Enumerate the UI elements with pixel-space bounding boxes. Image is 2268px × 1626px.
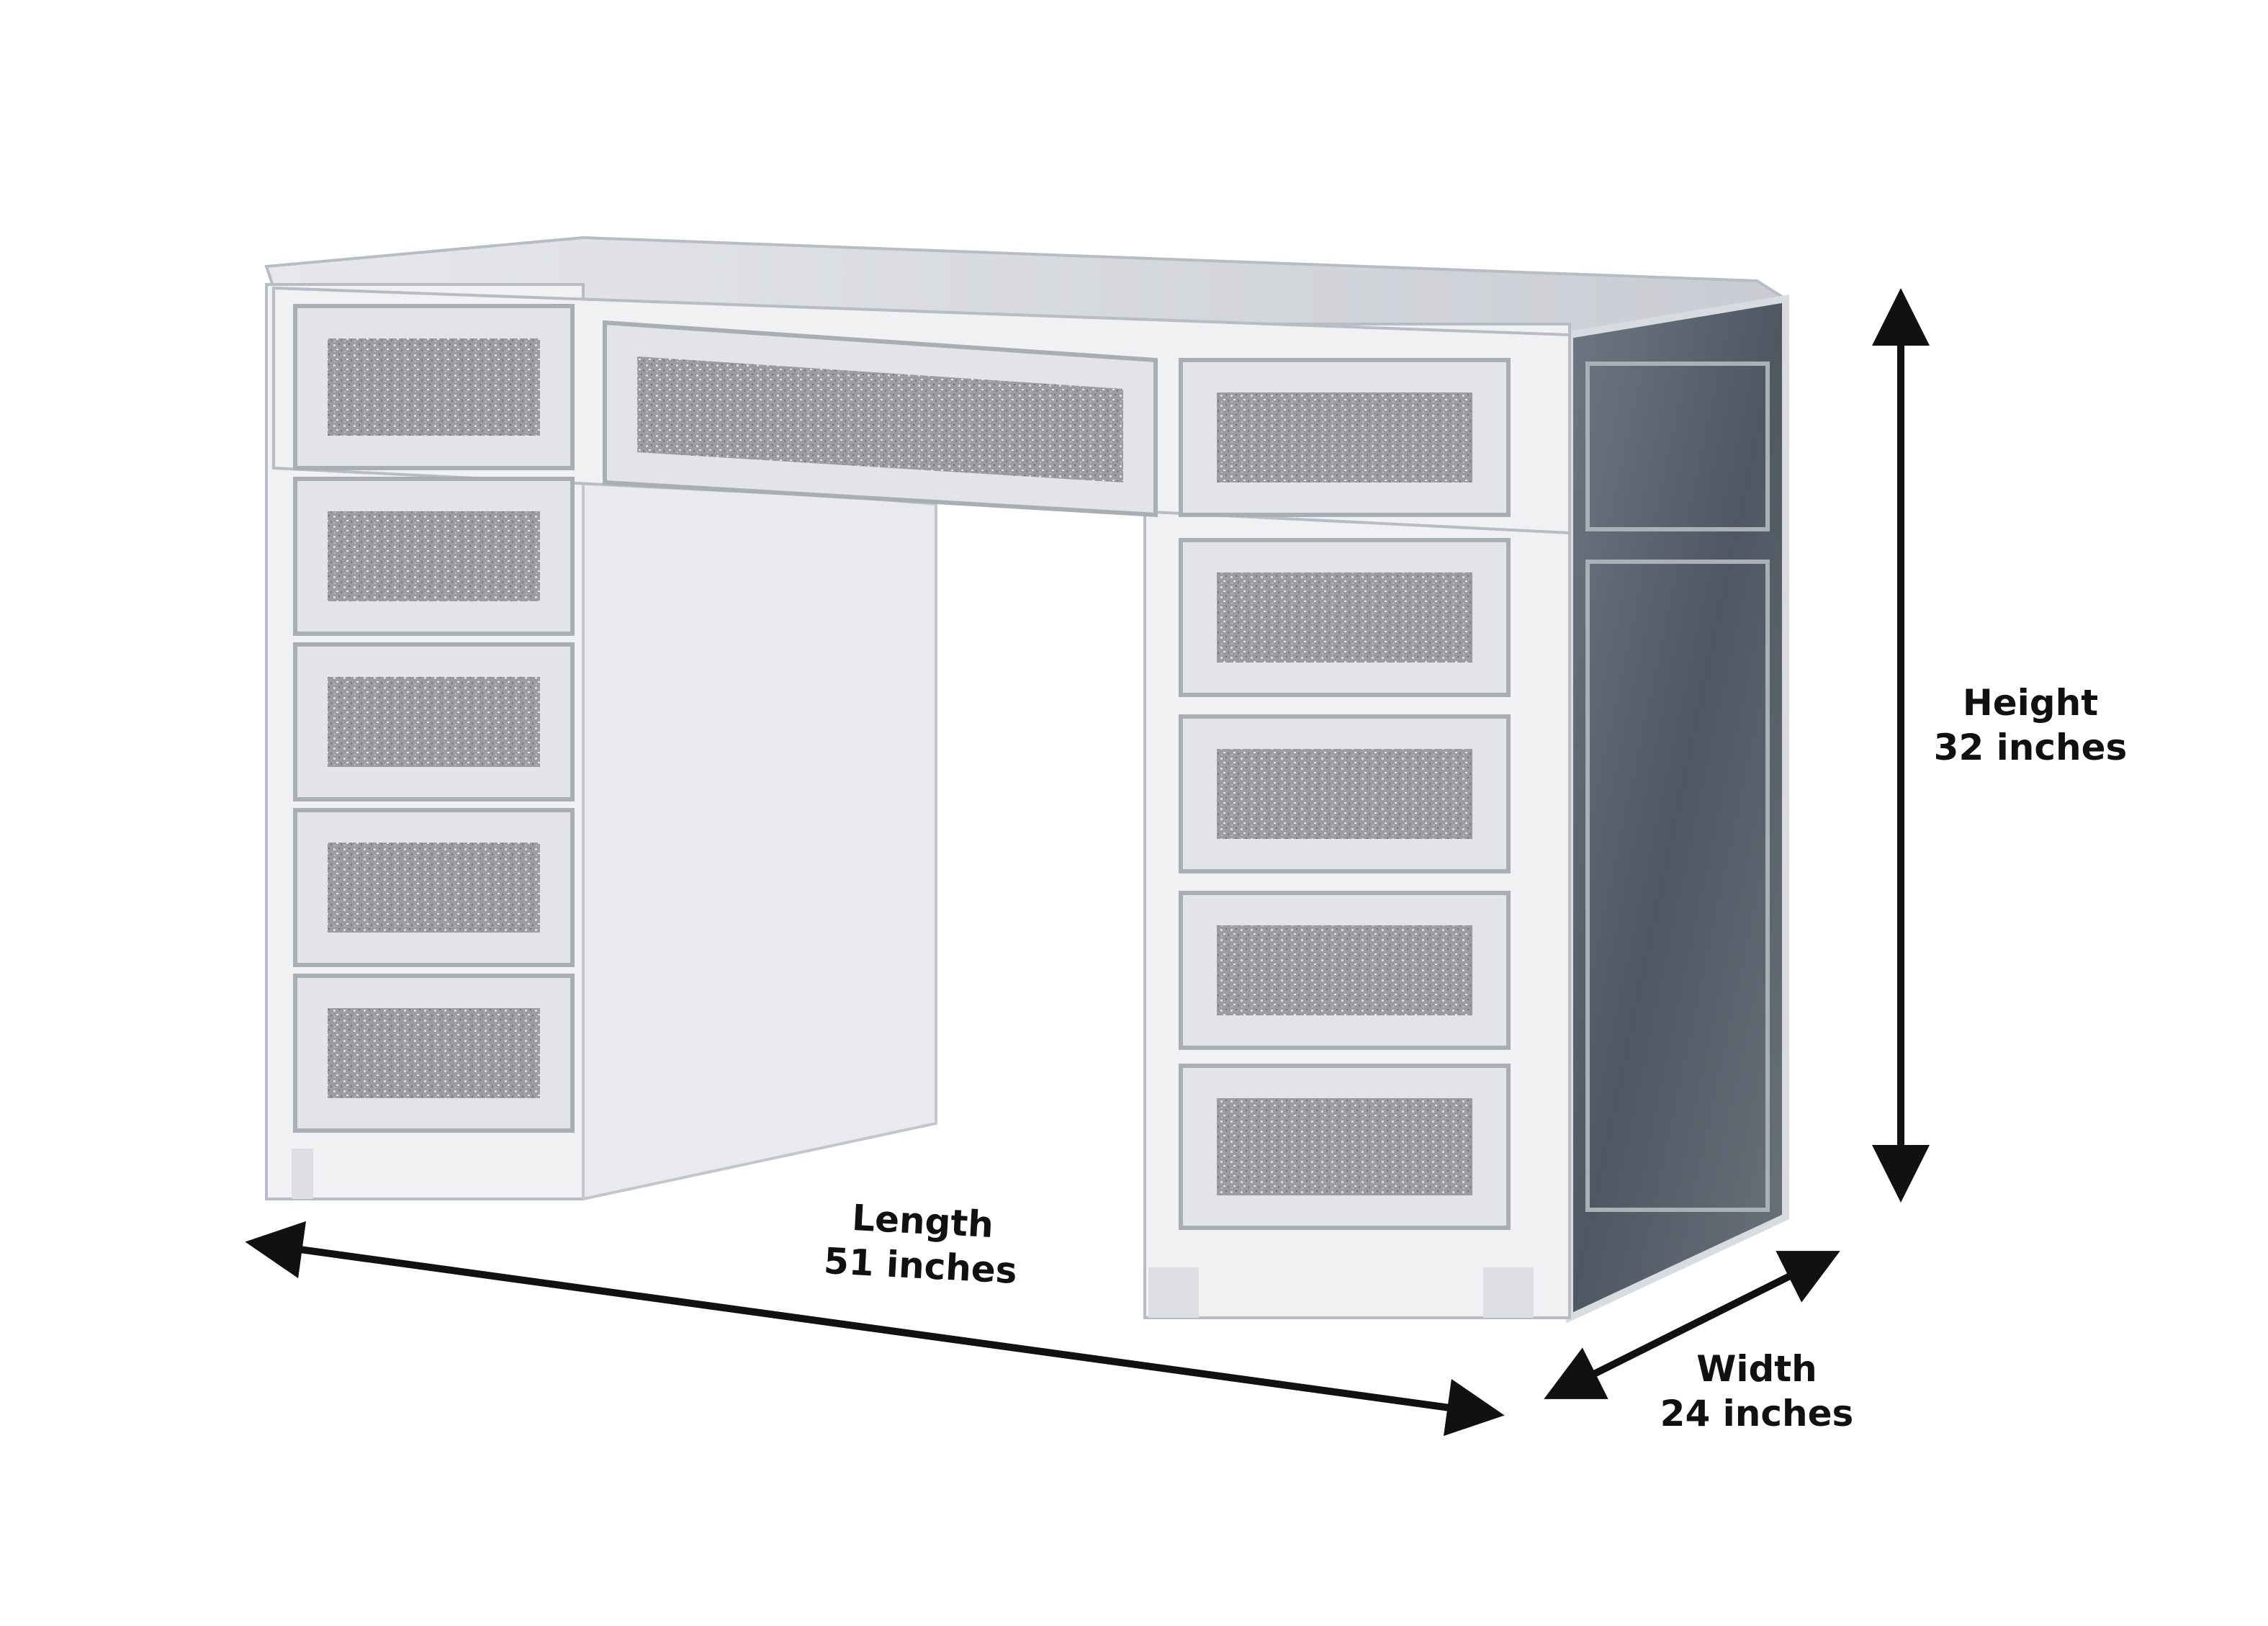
side-mirror-inset-bottom <box>1585 560 1770 1212</box>
width-title: Width <box>1696 1348 1817 1390</box>
left-drawer-4-glitter <box>328 843 540 933</box>
right-foot-front <box>1148 1267 1199 1318</box>
width-value: 24 inches <box>1660 1393 1854 1434</box>
height-value: 32 inches <box>1933 727 2128 768</box>
left-drawer-3-glitter <box>328 677 540 767</box>
length-arrow <box>245 1221 1505 1437</box>
length-label: Length 51 inches <box>783 1192 1061 1295</box>
right-drawer-5-glitter <box>1217 1098 1472 1195</box>
left-drawer-stack <box>293 304 575 1133</box>
right-drawer-1-glitter <box>1217 392 1472 482</box>
side-mirror-inset-top <box>1585 361 1770 531</box>
right-foot-back <box>1483 1267 1534 1318</box>
height-label: Height 32 inches <box>1901 681 2160 770</box>
right-drawer-stack <box>1179 358 1511 1230</box>
left-drawer-1-glitter <box>328 338 540 436</box>
right-drawer-4-glitter <box>1217 925 1472 1015</box>
left-foot <box>292 1149 313 1199</box>
left-drawer-2-glitter <box>328 511 540 601</box>
left-drawer-5-glitter <box>328 1008 540 1098</box>
right-drawer-2-glitter <box>1217 572 1472 662</box>
right-drawer-3-glitter <box>1217 749 1472 839</box>
side-mirror-panel <box>1566 295 1789 1324</box>
kneehole-panel <box>582 473 937 1201</box>
width-arrow <box>1544 1251 1840 1399</box>
center-drawer-glitter <box>637 356 1123 482</box>
width-label: Width 24 inches <box>1620 1347 1894 1436</box>
height-title: Height <box>1962 682 2099 724</box>
